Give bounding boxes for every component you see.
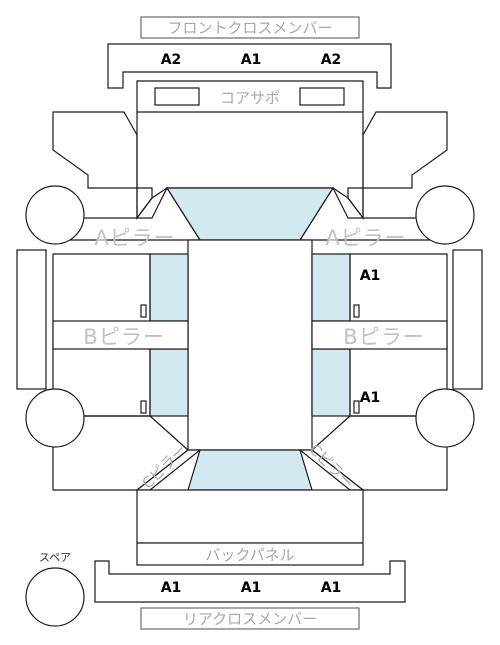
core-support-frame: [136, 80, 364, 112]
left-front-fender: [52, 111, 153, 220]
tire-rear-left: [25, 388, 85, 448]
rear-window: [187, 449, 313, 491]
left-front-door-handle: [140, 304, 147, 318]
tire-front-left: [25, 185, 85, 245]
right-side-sill: [452, 249, 483, 390]
right-rear-window: [311, 348, 351, 417]
left-a-pillar-label: Aピラー: [94, 226, 175, 250]
grade-rear-left: A1: [161, 580, 182, 596]
grade-rear-right: A1: [321, 580, 342, 596]
left-b-pillar-box: [52, 320, 189, 350]
back-panel-box: [136, 542, 364, 566]
left-rear-door-handle: [140, 400, 147, 414]
grade-front-center: A1: [241, 52, 262, 68]
rear-cross-member-box: [140, 607, 360, 630]
left-rear-window: [149, 348, 189, 417]
right-b-pillar-label: Bピラー: [343, 325, 424, 349]
right-front-fender: [347, 111, 448, 220]
right-front-door-handle: [353, 304, 360, 318]
spare-label: スペア: [39, 551, 71, 564]
tire-rear-right: [415, 388, 475, 448]
grade-front-left: A2: [161, 52, 182, 68]
front-cross-member-label: フロントクロスメンバー: [167, 19, 332, 37]
left-side-sill: [16, 249, 47, 390]
right-c-pillar-label: Cピラー: [306, 440, 358, 492]
core-support-label: コアサポ: [220, 89, 280, 107]
grade-right-upper: A1: [360, 268, 381, 284]
windshield: [165, 187, 335, 241]
grade-front-right: A2: [321, 52, 342, 68]
right-b-pillar-box: [311, 320, 448, 350]
grade-rear-center: A1: [241, 580, 262, 596]
rear-cross-member-label: リアクロスメンバー: [183, 610, 317, 628]
grade-right-lower: A1: [360, 390, 381, 406]
right-headlight: [299, 87, 345, 106]
back-panel-label: バックパネル: [205, 546, 294, 564]
left-c-pillar-label: Cピラー: [138, 440, 190, 492]
tire-front-right: [415, 185, 475, 245]
right-rear-door-handle: [353, 400, 360, 414]
right-a-pillar-label: Aピラー: [325, 226, 406, 250]
left-b-pillar-label: Bピラー: [83, 325, 164, 349]
rear-cross-member-shape: [94, 560, 406, 603]
trunk: [136, 489, 364, 544]
right-front-window: [311, 253, 351, 322]
front-cross-member-shape: [107, 43, 392, 89]
left-headlight: [154, 87, 200, 106]
roof: [187, 239, 313, 451]
spare-tire: [25, 567, 85, 627]
left-front-window: [149, 253, 189, 322]
front-cross-member-box: [140, 16, 360, 39]
